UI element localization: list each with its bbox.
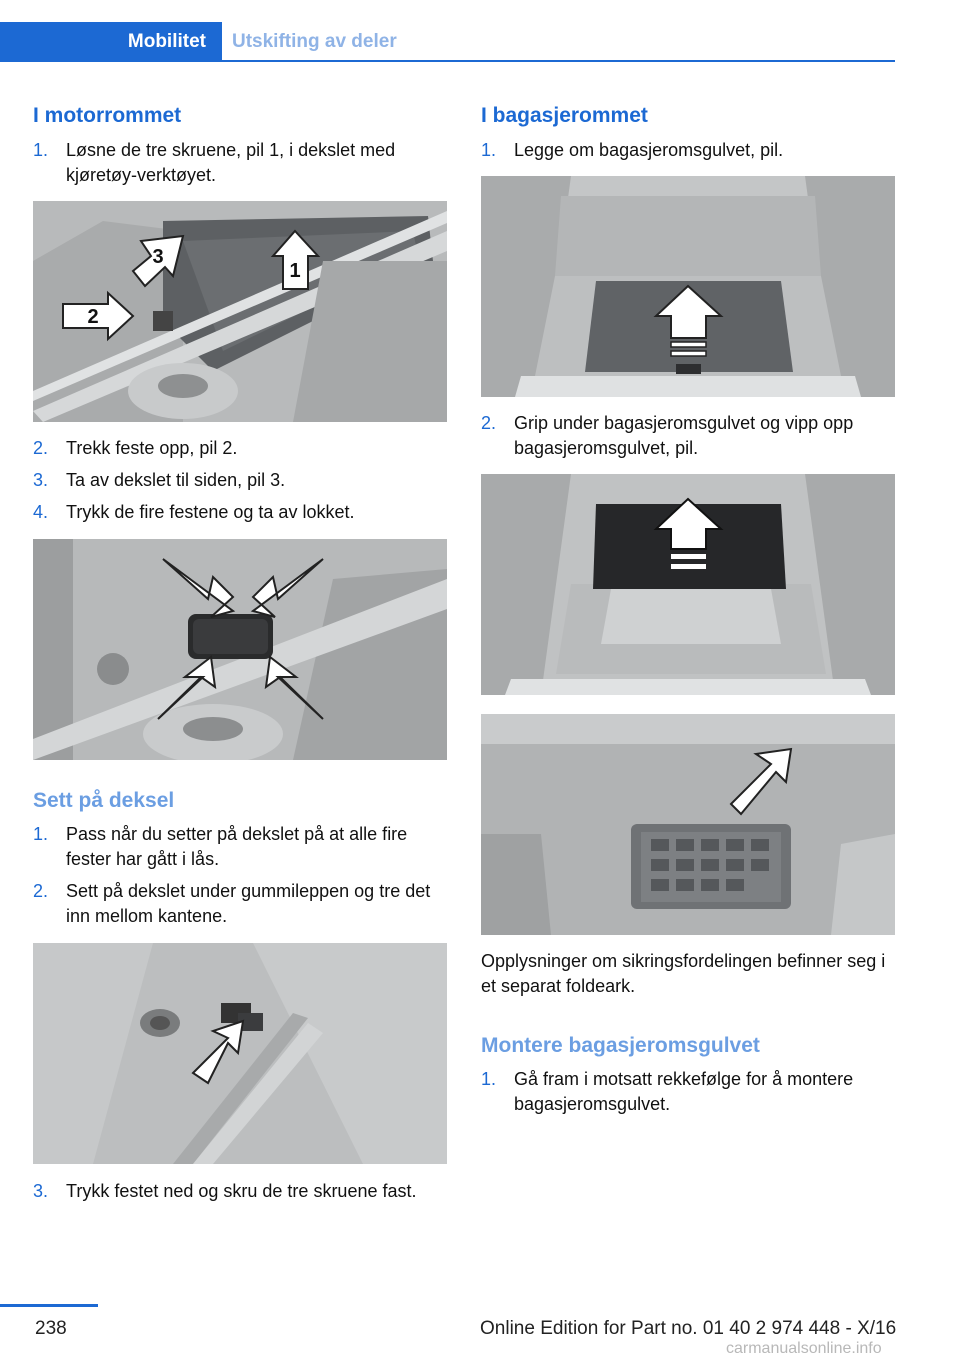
step-item: 3. Ta av dekslet til siden, pil 3.: [33, 468, 443, 493]
step-text: Grip under bagasjeromsgulvet og vipp opp…: [514, 413, 854, 458]
step-text: Trykk de fire festene og ta av lokket.: [66, 502, 355, 522]
step-text: Ta av dekslet til siden, pil 3.: [66, 470, 286, 490]
edition-text: Online Edition for Part no. 01 40 2 974 …: [480, 1318, 897, 1339]
step-number: 1.: [33, 140, 49, 160]
fuse-info-text: Opplysninger om sikringsfordelingen befi…: [481, 951, 886, 996]
step-number: 3.: [33, 1181, 49, 1201]
step-text: Legge om bagasjeromsgulvet, pil.: [514, 140, 784, 160]
callout-2: 2: [87, 306, 98, 328]
tab-mobilitet[interactable]: Mobilitet: [0, 22, 222, 62]
subheading-sett-pa-deksel: Sett på deksel: [33, 789, 175, 812]
subheading-montere-bagasjeromsgulvet: Montere bagasjeromsgulvet: [481, 1034, 760, 1057]
step-number: 2.: [481, 413, 497, 433]
page-number: 238: [35, 1318, 67, 1339]
gasket-photo: [33, 943, 447, 1164]
step-text: Trykk festet ned og skru de tre skruene …: [66, 1181, 417, 1201]
trunk-floor-photo: [481, 176, 895, 397]
engine-cover-photo: 1 2 3: [33, 201, 447, 422]
section-heading-motorrommet: I motorrommet: [33, 104, 182, 127]
tab-underline: [222, 60, 895, 62]
step-text: Pass når du setter på dekslet på at alle…: [66, 824, 408, 869]
step-number: 3.: [33, 470, 49, 490]
step-item: 1. Løsne de tre skruene, pil 1, i deksle…: [33, 138, 443, 188]
step-number: 1.: [481, 1069, 497, 1089]
footer-divider: [0, 1304, 98, 1307]
step-number: 1.: [481, 140, 497, 160]
raised-floor-photo: [481, 474, 895, 695]
cover-clips-photo: [33, 539, 447, 760]
step-text: Trekk feste opp, pil 2.: [66, 438, 238, 458]
step-item: 2. Grip under bagasjeromsgulvet og vipp …: [481, 411, 895, 461]
watermark-text: carmanualsonline.info: [726, 1340, 882, 1357]
callout-3: 3: [152, 246, 163, 268]
step-number: 2.: [33, 438, 49, 458]
step-number: 2.: [33, 881, 49, 901]
callout-1: 1: [289, 260, 300, 282]
step-number: 1.: [33, 824, 49, 844]
step-item: 2. Sett på dekslet under gummileppen og …: [33, 879, 443, 929]
step-item: 1. Legge om bagasjeromsgulvet, pil.: [481, 138, 895, 163]
step-item: 1. Pass når du setter på dekslet på at a…: [33, 822, 443, 872]
step-text: Gå fram i motsatt rekkefølge for å monte…: [514, 1069, 854, 1114]
header-tabbar: Mobilitet Utskifting av deler: [0, 0, 960, 62]
section-heading-bagasjerommet: I bagasjerommet: [481, 104, 648, 127]
tab-utskifting-av-deler[interactable]: Utskifting av deler: [232, 31, 397, 52]
fuse-box-photo: [481, 714, 895, 935]
step-text: Sett på dekslet under gummileppen og tre…: [66, 881, 431, 926]
step-number: 4.: [33, 502, 49, 522]
step-item: 1. Gå fram i motsatt rekkefølge for å mo…: [481, 1067, 895, 1117]
step-item: 3. Trykk festet ned og skru de tre skrue…: [33, 1179, 443, 1229]
step-item: 4. Trykk de fire festene og ta av lokket…: [33, 500, 443, 525]
step-text: Løsne de tre skruene, pil 1, i dekslet m…: [66, 140, 396, 185]
step-item: 2. Trekk feste opp, pil 2.: [33, 436, 443, 461]
